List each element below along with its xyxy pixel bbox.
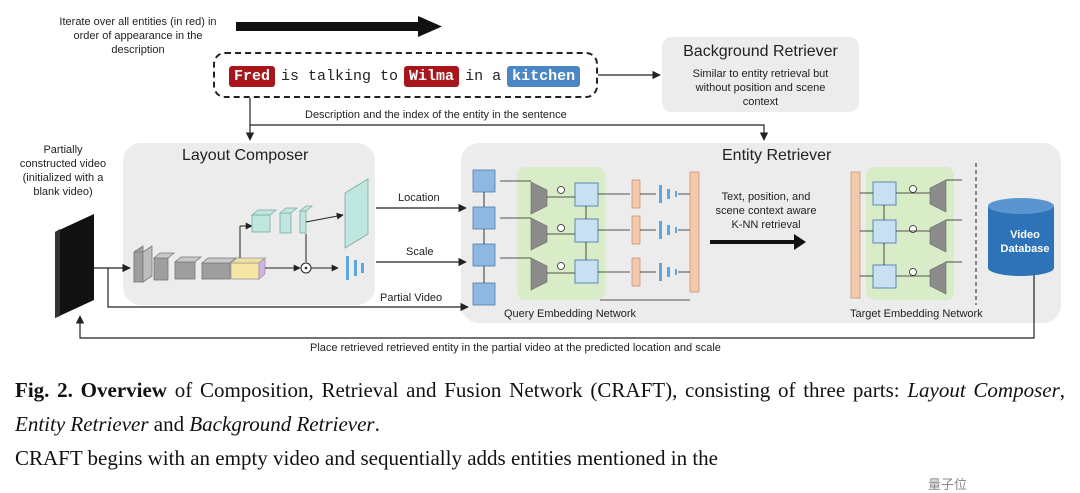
- scale-bars: [346, 256, 364, 280]
- caption-overview: Overview: [80, 378, 167, 402]
- layout-bottleneck: [229, 257, 267, 280]
- entity-retriever-title: Entity Retriever: [722, 147, 832, 164]
- decoder-arrow: [305, 212, 344, 223]
- caption-part-entity: Entity Retriever: [15, 412, 149, 436]
- watermark-text: 量子位: [928, 477, 968, 492]
- diagram-graphics: [55, 16, 1054, 339]
- scale-label: Scale: [406, 246, 434, 258]
- description-sentence: Fred is talking to Wilma in a kitchen: [213, 52, 598, 98]
- description-index-label: Description and the index of the entity …: [305, 109, 567, 121]
- target-encoders: [929, 179, 947, 295]
- background-token: kitchen: [507, 66, 581, 87]
- caption-text: of Composition, Retrieval and Fusion Net…: [166, 378, 908, 402]
- figure-caption: Fig. 2. Overview of Composition, Retriev…: [15, 373, 1065, 475]
- target-fc-layer: [850, 171, 861, 299]
- sentence-tokens: Fred is talking to Wilma in a kitchen: [229, 66, 581, 87]
- location-label: Location: [398, 192, 440, 204]
- layout-decoder: [250, 178, 369, 249]
- target-embedding-network-label: Target Embedding Network: [850, 308, 983, 320]
- query-fc-layers: [631, 171, 700, 293]
- feedback-arrow: [75, 275, 1035, 339]
- caption-line-1: Fig. 2. Overview of Composition, Retriev…: [15, 378, 1065, 436]
- feedback-label: Place retrieved retrieved entity in the …: [310, 342, 721, 354]
- query-multiply-nodes: [557, 186, 565, 270]
- plain-token: is talking to: [281, 68, 399, 85]
- query-input-column: [472, 169, 496, 306]
- plain-token: in a: [465, 68, 502, 85]
- video-database-icon: [988, 198, 1054, 276]
- video-to-partial-arrow: [107, 268, 469, 312]
- query-encoders: [530, 181, 548, 291]
- partial-video-frame: [55, 214, 94, 318]
- target-cells: [872, 181, 897, 289]
- layout-encoder: [133, 245, 238, 283]
- layout-composer-title: Layout Composer: [182, 147, 309, 164]
- figure-label: Fig. 2.: [15, 378, 73, 402]
- background-retriever-description: Similar to entity retrieval but without …: [692, 68, 829, 108]
- caption-line-3: CRAFT begins with an empty video and seq…: [15, 446, 719, 470]
- arrow-to-entity: [250, 124, 769, 141]
- background-retriever-panel: [662, 37, 859, 112]
- entity-token: Wilma: [404, 66, 460, 87]
- query-embedding-network-label: Query Embedding Network: [504, 308, 637, 320]
- video-database-label: Video Database: [1000, 229, 1050, 255]
- iterate-note: Iterate over all entities (in red) in or…: [59, 16, 217, 56]
- partial-video-output-label: Partial Video: [380, 292, 443, 304]
- background-retriever-title: Background Retriever: [683, 43, 838, 60]
- partial-video-label: Partially constructed video (initialized…: [19, 144, 107, 198]
- query-cells: [574, 182, 599, 284]
- iterate-arrow: [236, 16, 442, 37]
- figure: Iterate over all entities (in red) in or…: [19, 16, 1061, 354]
- knn-retrieval-text: Text, position, and scene context aware …: [715, 191, 817, 231]
- caption-part-layout: Layout Composer: [907, 378, 1060, 402]
- caption-part-background: Background Retriever: [189, 412, 375, 436]
- query-blue-bars: [659, 185, 677, 281]
- knn-arrow: [710, 234, 806, 250]
- entity-token: Fred: [229, 66, 276, 87]
